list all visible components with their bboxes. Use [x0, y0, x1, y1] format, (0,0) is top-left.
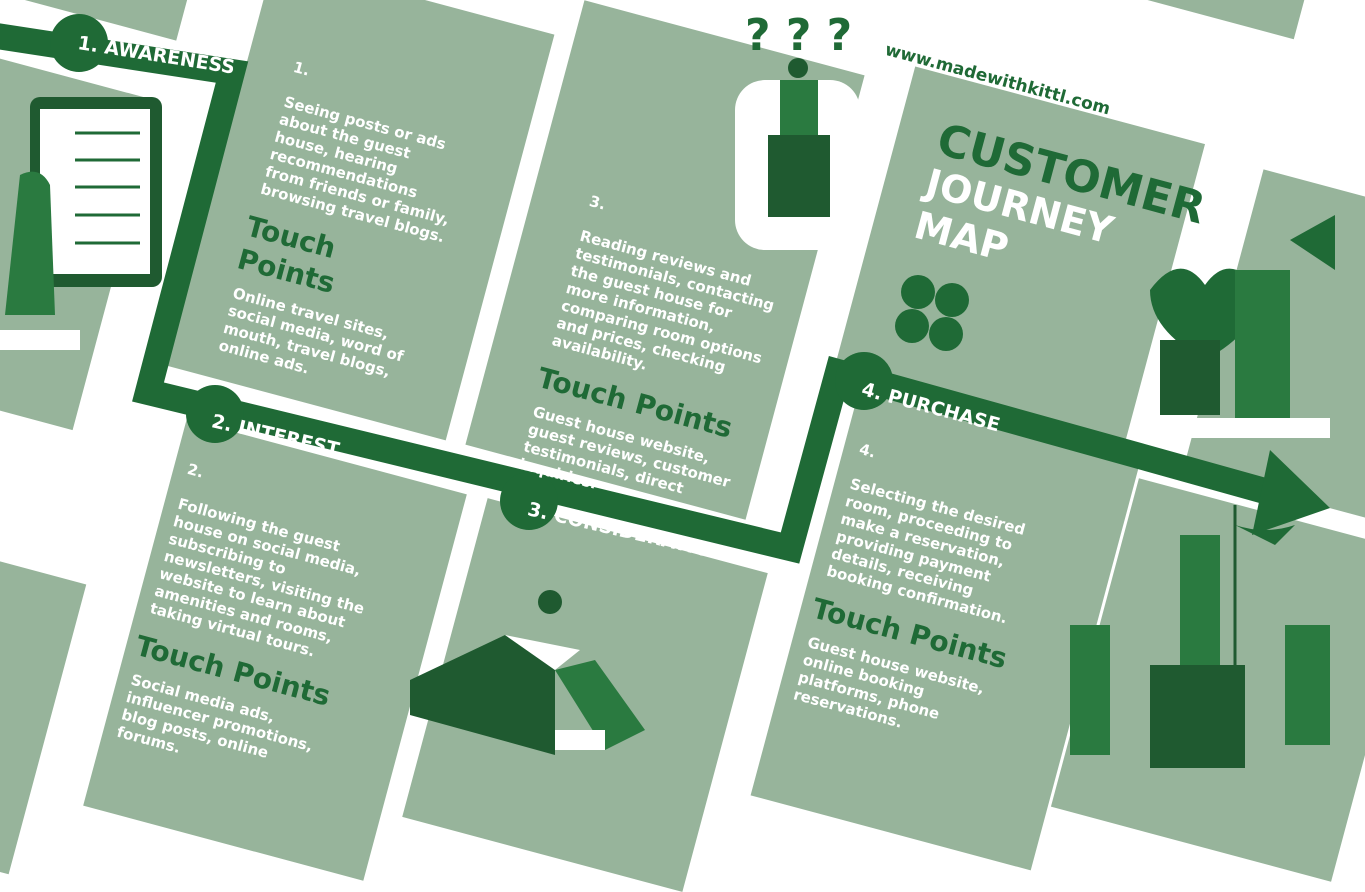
stage-marker-1 — [50, 14, 108, 72]
heart-megaphone-illustration — [1140, 215, 1335, 438]
checklist-person-illustration — [0, 97, 162, 350]
arrow-head-icon — [1252, 450, 1330, 535]
svg-text:? ? ?: ? ? ? — [745, 10, 852, 61]
stage-marker-3 — [500, 472, 558, 530]
confused-person-illustration: ? ? ? — [735, 10, 860, 250]
stage-marker-4 — [835, 352, 893, 410]
stage-description: Following the guest house on social medi… — [148, 494, 367, 661]
logo-mark-icon — [895, 275, 969, 351]
stage-marker-2 — [186, 385, 244, 443]
box-person-illustration — [410, 590, 645, 755]
team-flag-illustration — [1070, 505, 1330, 768]
journey-arrow — [0, 23, 1330, 564]
